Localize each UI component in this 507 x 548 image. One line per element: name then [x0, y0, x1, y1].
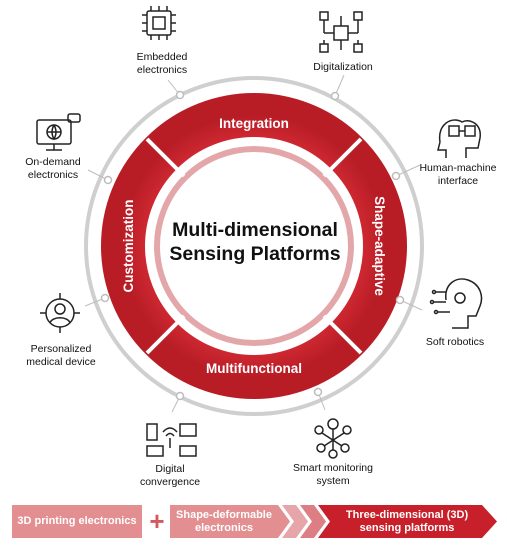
- label-digitalization: Digitalization: [313, 61, 373, 73]
- connector-hmi: [395, 164, 421, 177]
- band-shape-deformable-bg: [170, 505, 290, 538]
- ring-label-customization: Customization: [121, 200, 136, 293]
- circuit-icon: [319, 11, 363, 53]
- orbit-node-hmi: [391, 171, 401, 181]
- plus-sign: +: [149, 506, 165, 536]
- divider-se: [322, 314, 363, 355]
- bottom-bar-shapes: [12, 505, 497, 538]
- label-smart-monitoring: Smart monitoring system: [293, 462, 373, 487]
- band-3d-printing-bg: [12, 505, 142, 538]
- label-on-demand-electronics: On-demand electronics: [25, 156, 81, 181]
- orbit-node-embedded: [175, 90, 185, 100]
- label-soft-robotics: Soft robotics: [425, 336, 485, 348]
- chevron-1-icon: [282, 505, 308, 538]
- inner-white-disc: [161, 153, 347, 339]
- label-embedded-electronics: Embedded electronics: [136, 51, 188, 76]
- label-digital-convergence: Digital convergence: [139, 463, 201, 488]
- center-title: Multi-dimensional Sensing Platforms: [150, 218, 360, 266]
- orbit-node-ondemand: [103, 175, 113, 185]
- ring-dividers: [145, 137, 363, 355]
- outer-orbit-ring: [84, 76, 424, 416]
- devices-wifi-icon: [146, 423, 197, 457]
- robot-head-icon: [429, 278, 483, 329]
- ring-label-shape-adaptive: Shape-adaptive: [372, 196, 387, 296]
- divider-ne: [322, 137, 363, 178]
- orbit-node-convergence: [175, 391, 185, 401]
- divider-sw: [145, 314, 186, 355]
- inner-light-ring: [154, 146, 354, 346]
- monitor-globe-icon: [36, 113, 81, 151]
- center-title-line2: Sensing Platforms: [169, 243, 341, 265]
- target-person-icon: [40, 293, 80, 333]
- ring-label-integration: Integration: [219, 116, 289, 131]
- label-human-machine-interface: Human-machine interface: [419, 162, 497, 187]
- divider-nw: [145, 137, 186, 178]
- orbit-node-digitalization: [330, 91, 340, 101]
- orbit-node-smart: [313, 387, 323, 397]
- ring-label-multifunctional: Multifunctional: [206, 361, 302, 376]
- orbit-node-soft: [395, 295, 405, 305]
- band-3d-sensing-platforms: Three-dimensional (3D) sensing platforms: [345, 508, 469, 534]
- main-red-ring: [101, 93, 407, 399]
- orbit-node-personalized: [100, 293, 110, 303]
- human-machine-icon: [437, 119, 481, 158]
- network-people-icon: [314, 418, 352, 459]
- band-3d-printing-electronics: 3D printing electronics: [17, 515, 137, 527]
- band-3d-sensing-bg: [318, 505, 497, 538]
- chip-icon: [142, 6, 176, 40]
- center-title-line1: Multi-dimensional: [172, 219, 338, 241]
- orbit-nodes: [100, 90, 405, 401]
- band-shape-deformable-electronics: Shape-deformable electronics: [176, 508, 272, 534]
- chevron-2-icon: [300, 505, 326, 538]
- label-personalized-medical-device: Personalized medical device: [26, 343, 96, 368]
